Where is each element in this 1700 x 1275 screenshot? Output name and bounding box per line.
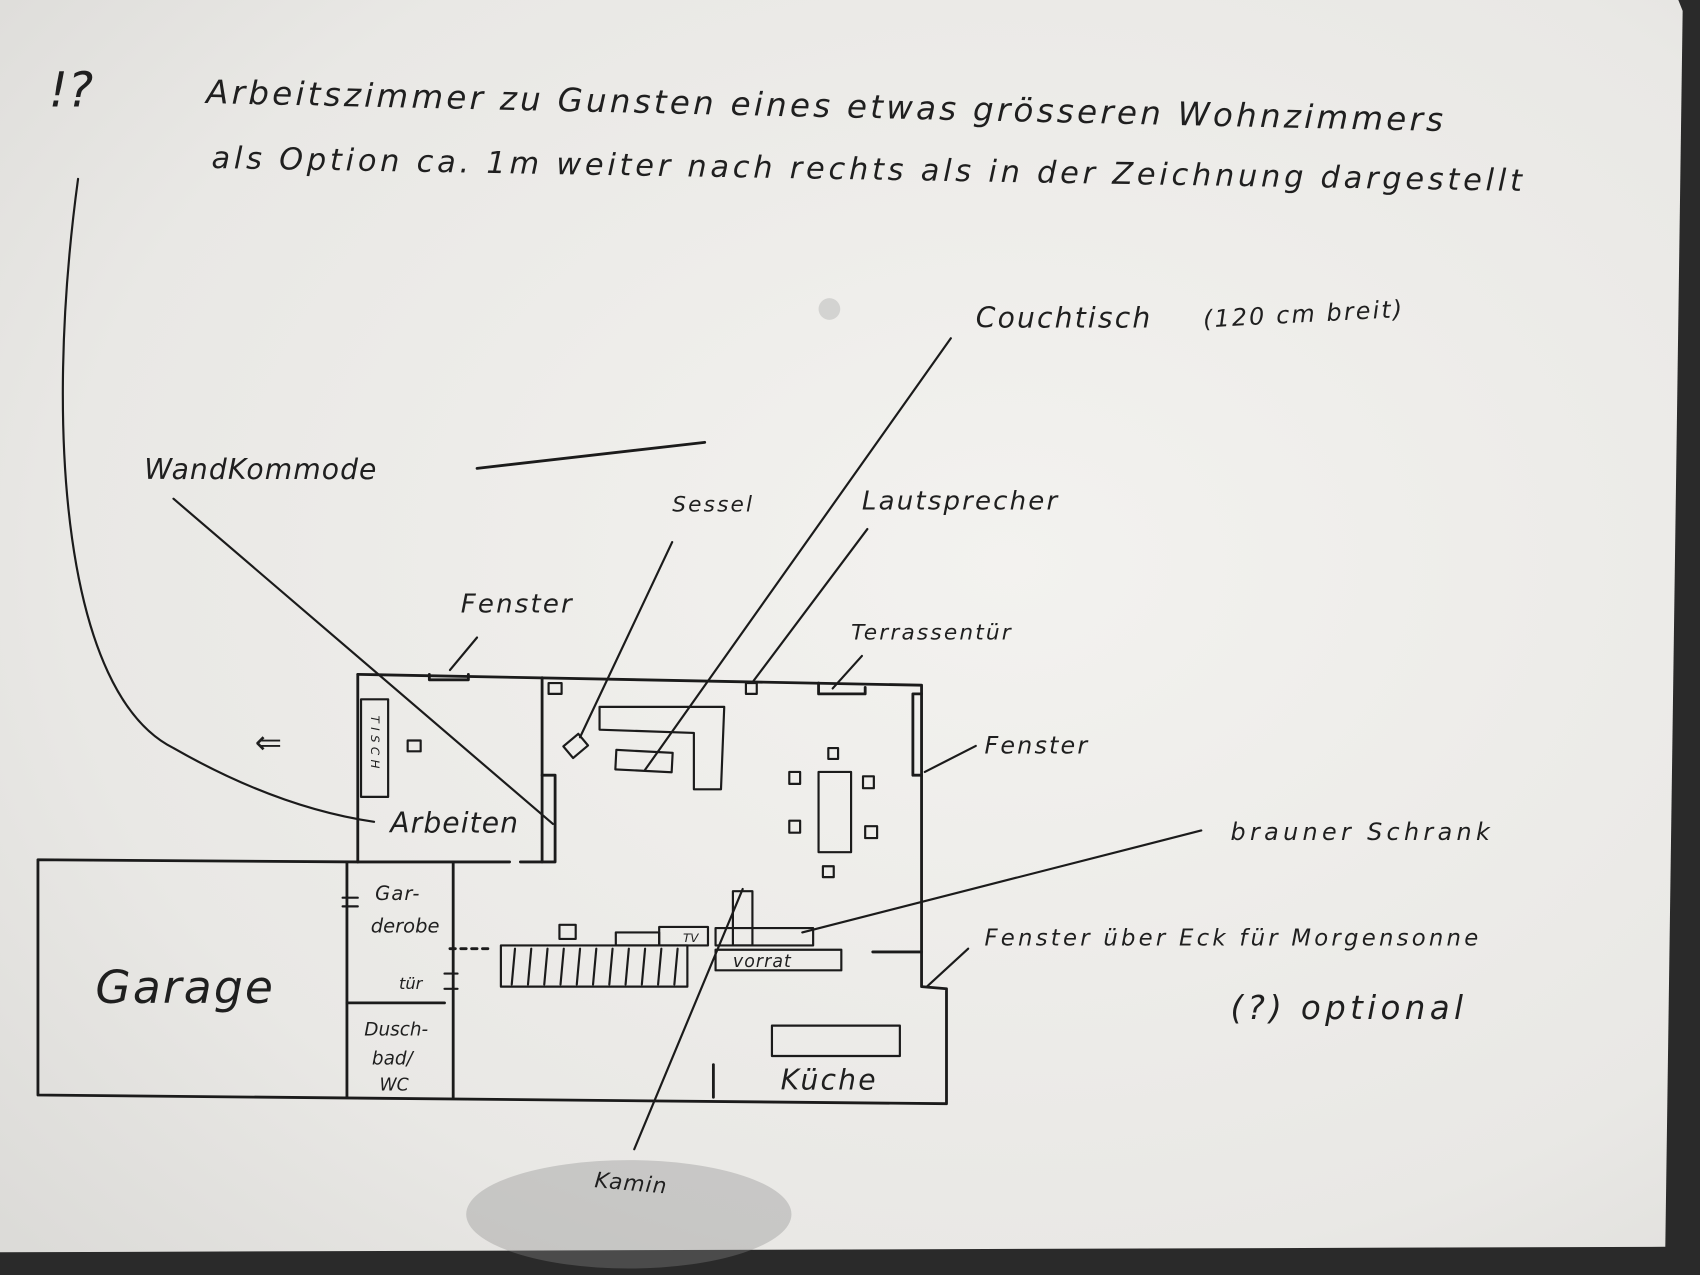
label-fenster-top: Fenster: [461, 590, 574, 620]
label-terrassentuer: Terrassentür: [851, 621, 1013, 646]
exclamation-question-marker: !?: [49, 63, 93, 118]
staircase: [499, 944, 689, 988]
pantry-label: vorrat: [733, 952, 792, 972]
window-top: [427, 672, 470, 682]
room-kueche: Küche: [781, 1064, 878, 1097]
terrace-door: [817, 681, 867, 696]
desk-label: TISCH: [368, 716, 382, 773]
dining-table: [817, 770, 853, 854]
furniture: [359, 681, 901, 1058]
paper-sheet: [0, 0, 1683, 1253]
pantry: [714, 948, 843, 972]
speaker-right: [744, 681, 758, 695]
chair: [788, 819, 802, 834]
armchair: [562, 732, 590, 760]
desk: [359, 698, 390, 798]
stair-steps: [510, 947, 679, 986]
strikethrough: [475, 440, 707, 470]
leader-fenster-right: [923, 744, 977, 774]
leader-kamin: [633, 887, 744, 1151]
outer-wall: [36, 672, 948, 1106]
label-lautsprecher: Lautsprecher: [862, 487, 1060, 517]
chair: [827, 747, 840, 761]
brown-cabinet: [714, 926, 815, 947]
coffee-table: [614, 748, 674, 774]
shadow-stain: [466, 1160, 792, 1269]
chair: [861, 775, 875, 790]
leader-sessel: [578, 541, 674, 739]
leader-fenster-top: [448, 636, 479, 672]
walls: [36, 672, 948, 1106]
leader-lautsprecher: [752, 527, 869, 682]
kitchen-counter: [770, 1024, 901, 1058]
room-garderobe-2: derobe: [371, 914, 440, 937]
room-garage: Garage: [95, 961, 275, 1014]
desk-chair: [406, 739, 422, 753]
stain: [818, 298, 841, 320]
label-brauner-schrank: brauner Schrank: [1231, 818, 1495, 846]
leader-brauner-schrank: [801, 829, 1203, 934]
leader-lines: [172, 337, 1203, 1151]
room-bath-3: WC: [379, 1076, 409, 1096]
wandkommode-shape: [540, 773, 557, 864]
leader-note-to-arbeiten: [61, 177, 376, 823]
sofa: [598, 705, 726, 791]
room-bath-1: Dusch-: [364, 1019, 428, 1040]
tv-label: TV: [683, 931, 699, 945]
room-garderobe-1: Gar-: [375, 882, 420, 905]
chair: [864, 825, 879, 840]
label-optional: (?) optional: [1231, 989, 1468, 1027]
room-arbeiten: Arbeiten: [388, 807, 519, 840]
door-label: tür: [399, 974, 424, 993]
side-box: [558, 923, 577, 940]
room-bath-2: bad/: [372, 1049, 415, 1070]
chair: [821, 865, 835, 879]
label-sessel: Sessel: [672, 493, 754, 518]
leader-couchtisch: [644, 337, 952, 771]
leader-wandkommode: [172, 497, 555, 826]
label-couchtisch: Couchtisch: [976, 301, 1153, 334]
leader-fenster-eck: [925, 947, 970, 988]
window-right: [911, 692, 923, 777]
label-wandkommode: WandKommode: [144, 453, 377, 486]
label-fenster-right: Fenster: [984, 732, 1089, 760]
speaker-left: [547, 681, 563, 695]
label-fenster-eck: Fenster über Eck für Morgensonne: [984, 925, 1481, 951]
chair: [788, 770, 802, 785]
arrow-left-icon: ⇐: [255, 724, 282, 762]
